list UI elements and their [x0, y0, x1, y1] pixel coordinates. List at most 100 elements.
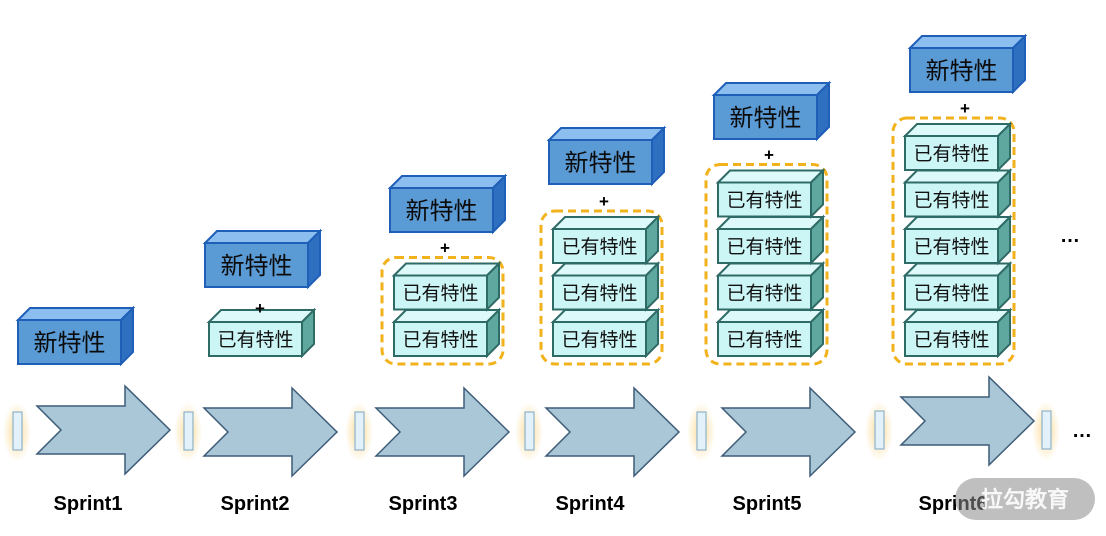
box-front-face [717, 228, 812, 264]
new-feature-label: 新特性 [926, 57, 998, 85]
new-feature-label: 新特性 [221, 252, 293, 280]
existing-features-group [891, 116, 1016, 366]
existing-feature-label: 已有特性 [402, 283, 478, 305]
existing-feature-label: 已有特性 [913, 236, 989, 258]
box-front-face [552, 228, 647, 264]
existing-feature-box [715, 214, 826, 266]
sprint-label: Sprint1 [54, 493, 123, 515]
plus-sign: + [255, 299, 265, 318]
new-feature-box [202, 228, 323, 290]
existing-features-group [704, 163, 829, 366]
box-top-face [715, 309, 826, 323]
existing-feature-box [550, 261, 661, 312]
ellipsis-features: … [1060, 225, 1080, 247]
box-front-face [904, 181, 999, 218]
watermark-text: 拉勾教育 [981, 487, 1069, 513]
sprint-label: Sprint3 [389, 493, 458, 515]
watermark-background [955, 478, 1095, 520]
box-front-face [904, 274, 999, 311]
box-front-face [904, 228, 999, 264]
existing-feature-box [902, 261, 1013, 312]
box-top-face [902, 169, 1013, 184]
box-top-face [902, 262, 1013, 277]
box-top-face [546, 127, 667, 141]
sprint-separator [354, 411, 365, 451]
new-feature-box [711, 80, 832, 142]
sprint-arrow [720, 386, 857, 478]
box-top-face [202, 230, 323, 244]
box-front-face [17, 319, 122, 365]
box-top-face [902, 216, 1013, 230]
new-feature-box [15, 305, 136, 367]
existing-feature-box [206, 307, 317, 359]
sprint-label: Sprint5 [733, 493, 802, 515]
sprint-separator [874, 410, 885, 450]
box-top-face [550, 216, 661, 230]
sprint-separator [696, 411, 707, 451]
sprint-label: Sprint4 [556, 493, 626, 515]
plus-sign: + [599, 192, 609, 211]
box-front-face [713, 94, 818, 140]
box-front-face [393, 274, 488, 311]
box-top-face [391, 262, 502, 277]
existing-feature-label: 已有特性 [217, 329, 293, 351]
existing-feature-label: 已有特性 [561, 329, 637, 351]
box-front-face [389, 187, 494, 233]
existing-feature-label: 已有特性 [726, 283, 802, 305]
box-top-face [550, 309, 661, 323]
box-top-face [902, 123, 1013, 137]
sprint-separator [12, 411, 23, 451]
box-front-face [904, 321, 999, 357]
box-top-face [15, 307, 136, 321]
sprint-arrow [35, 384, 172, 476]
existing-feature-label: 已有特性 [726, 329, 802, 351]
sprint-arrow [202, 386, 339, 478]
new-feature-label: 新特性 [565, 149, 637, 177]
box-front-face [909, 47, 1014, 93]
box-top-face [715, 169, 826, 184]
box-top-face [715, 262, 826, 277]
ellipsis-sprints: … [1072, 420, 1092, 442]
sprint-arrow [899, 375, 1036, 467]
box-front-face [904, 135, 999, 171]
sprint-separator [183, 411, 194, 451]
plus-sign: + [764, 146, 774, 165]
existing-feature-label: 已有特性 [913, 190, 989, 212]
box-top-face [715, 216, 826, 230]
existing-feature-box [550, 214, 661, 266]
existing-feature-label: 已有特性 [726, 236, 802, 258]
existing-feature-label: 已有特性 [913, 329, 989, 351]
box-front-face [548, 139, 653, 185]
plus-sign: + [960, 99, 970, 118]
new-feature-label: 新特性 [34, 329, 106, 357]
box-front-face [717, 321, 812, 357]
sprint-separator [1041, 410, 1052, 450]
existing-features-group [380, 256, 505, 366]
box-top-face [391, 309, 502, 323]
existing-feature-box [902, 214, 1013, 266]
sprint-separator [524, 411, 535, 451]
existing-feature-label: 已有特性 [726, 190, 802, 212]
new-feature-box [907, 33, 1028, 95]
existing-feature-label: 已有特性 [913, 283, 989, 305]
box-top-face [902, 309, 1013, 323]
existing-feature-box [902, 121, 1013, 173]
box-top-face [387, 175, 508, 189]
existing-feature-box [391, 261, 502, 312]
existing-feature-box [550, 307, 661, 359]
box-top-face [907, 35, 1028, 49]
existing-features-group [539, 209, 664, 366]
existing-feature-box [715, 307, 826, 359]
box-front-face [552, 321, 647, 357]
new-feature-box [546, 125, 667, 187]
plus-sign: + [440, 239, 450, 258]
existing-feature-box [715, 168, 826, 219]
new-feature-box [387, 173, 508, 235]
existing-feature-label: 已有特性 [402, 329, 478, 351]
sprint-label: Sprint2 [221, 493, 290, 515]
existing-feature-box [391, 307, 502, 359]
existing-feature-box [902, 307, 1013, 359]
box-front-face [717, 274, 812, 311]
existing-feature-label: 已有特性 [561, 283, 637, 305]
